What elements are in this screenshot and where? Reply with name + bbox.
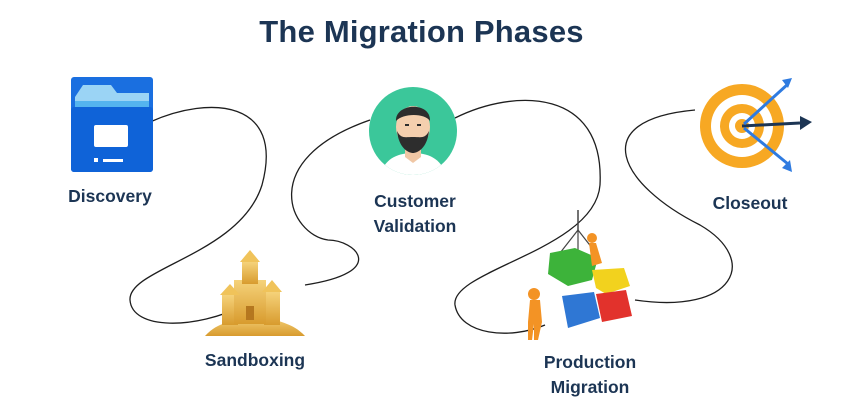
- phase-label-closeout: Closeout: [712, 193, 788, 213]
- file-cabinet-icon: [71, 77, 153, 172]
- phase-label-customer-validation: Customer Validation: [373, 191, 457, 236]
- phase-label-sandboxing: Sandboxing: [204, 350, 306, 370]
- puzzle-crane-icon: [528, 210, 632, 340]
- page-title: The Migration Phases: [259, 14, 584, 49]
- target-arrows-icon: [700, 78, 812, 172]
- phase-label-discovery: Discovery: [68, 186, 152, 206]
- phase-label-production-migration: Production Migration: [543, 352, 637, 397]
- customer-avatar-icon: [369, 87, 457, 175]
- sandcastle-icon: [205, 250, 305, 336]
